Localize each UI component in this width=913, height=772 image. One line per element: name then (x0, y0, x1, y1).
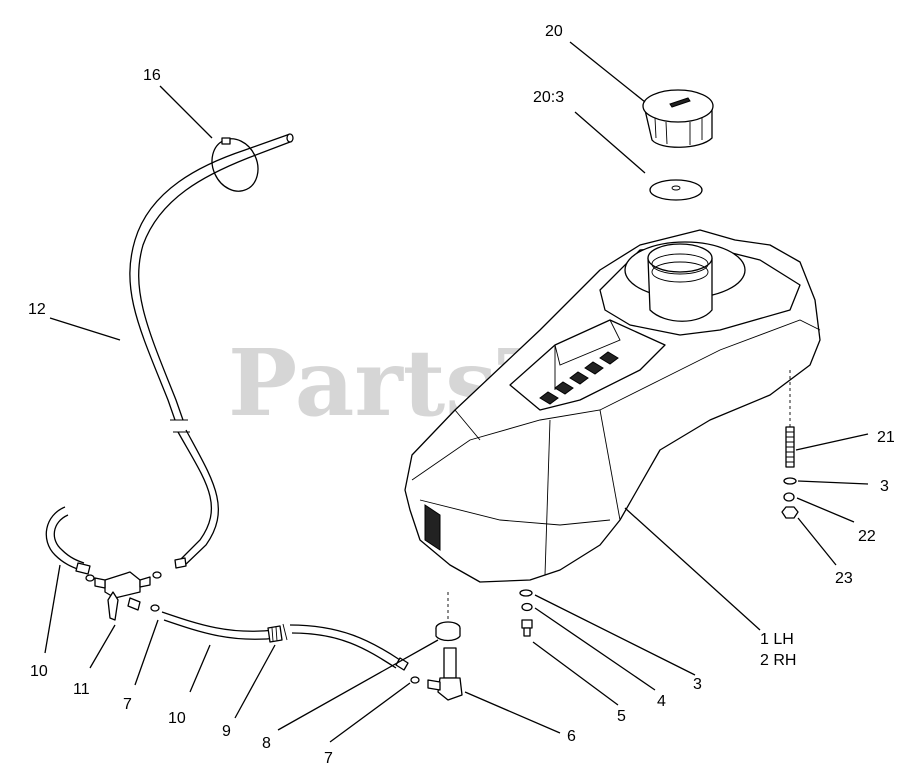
hose-clamp (211, 137, 259, 192)
callout-8: 8 (262, 735, 271, 752)
callout-9: 9 (222, 723, 231, 740)
callout-7-upper: 7 (123, 696, 132, 713)
stud-hardware (781, 370, 799, 519)
callout-21: 21 (877, 429, 895, 446)
callout-12: 12 (28, 301, 46, 318)
callout-1-lh: 1 LH (760, 631, 794, 648)
leader-lines (44, 41, 869, 743)
callout-7-lower: 7 (324, 750, 333, 767)
callout-10-lower: 10 (168, 710, 186, 727)
callout-6: 6 (567, 728, 576, 745)
callout-3-right: 3 (880, 478, 889, 495)
callout-11: 11 (73, 681, 90, 698)
bolt-hardware (519, 589, 533, 637)
callout-10-left: 10 (30, 663, 48, 680)
callout-5: 5 (617, 708, 626, 725)
tank-fitting (410, 592, 463, 701)
fuel-line-upper (129, 133, 294, 567)
shutoff-valve (85, 557, 187, 621)
fuel-line-left (45, 506, 91, 575)
fuel-tank (404, 229, 821, 583)
callout-3-lower: 3 (693, 676, 702, 693)
callout-16: 16 (143, 67, 161, 84)
callout-labels: 20 20:3 16 12 21 3 22 23 1 LH 2 RH 3 4 5… (28, 23, 895, 767)
fuel-line-lower (161, 611, 409, 671)
callout-20: 20 (545, 23, 563, 40)
callout-4: 4 (657, 693, 666, 710)
callout-20-3: 20:3 (533, 89, 564, 106)
callout-23: 23 (835, 570, 853, 587)
cap-gasket (649, 179, 703, 201)
fuel-cap (642, 89, 714, 148)
callout-2-rh: 2 RH (760, 652, 796, 669)
callout-22: 22 (858, 528, 876, 545)
